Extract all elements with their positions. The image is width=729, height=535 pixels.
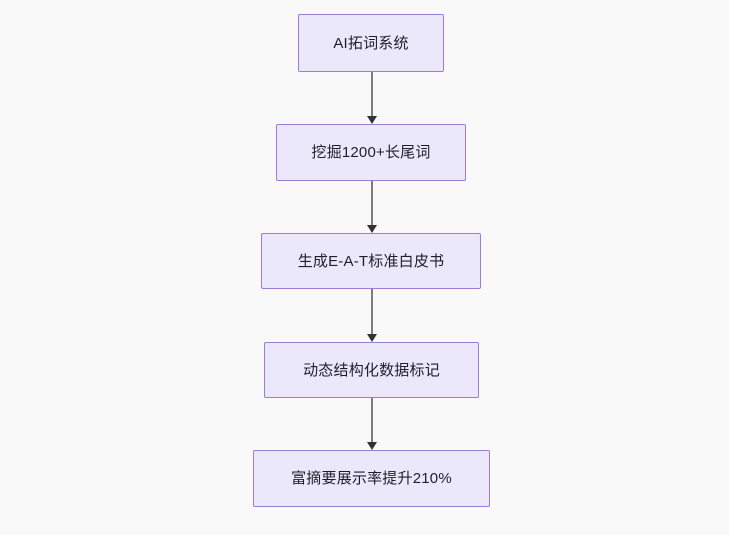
- arrowhead-icon: [367, 116, 377, 124]
- flow-node-label: 动态结构化数据标记: [303, 361, 440, 379]
- flow-node-dynamic-structured-data-markup[interactable]: 动态结构化数据标记: [264, 342, 479, 398]
- flow-node-label: 富摘要展示率提升210%: [291, 470, 452, 487]
- arrowhead-icon: [367, 225, 377, 233]
- edge-n3-n4: [367, 289, 377, 342]
- edge-line: [371, 289, 373, 335]
- flow-node-ai-keyword-system[interactable]: AI拓词系统: [298, 14, 444, 72]
- flow-node-label: 挖掘1200+长尾词: [311, 144, 431, 161]
- edge-line: [371, 72, 373, 117]
- arrowhead-icon: [367, 442, 377, 450]
- edge-n2-n3: [367, 181, 377, 233]
- edge-line: [371, 181, 373, 226]
- flow-node-mine-longtail-keywords[interactable]: 挖掘1200+长尾词: [276, 124, 466, 181]
- arrowhead-icon: [367, 334, 377, 342]
- flow-node-label: AI拓词系统: [333, 34, 409, 52]
- flow-node-rich-snippet-impression-lift[interactable]: 富摘要展示率提升210%: [253, 450, 490, 507]
- flow-node-generate-eat-whitepaper[interactable]: 生成E-A-T标准白皮书: [261, 233, 481, 289]
- edge-n1-n2: [367, 72, 377, 124]
- edge-n4-n5: [367, 398, 377, 450]
- edge-line: [371, 398, 373, 443]
- flow-node-label: 生成E-A-T标准白皮书: [297, 252, 445, 270]
